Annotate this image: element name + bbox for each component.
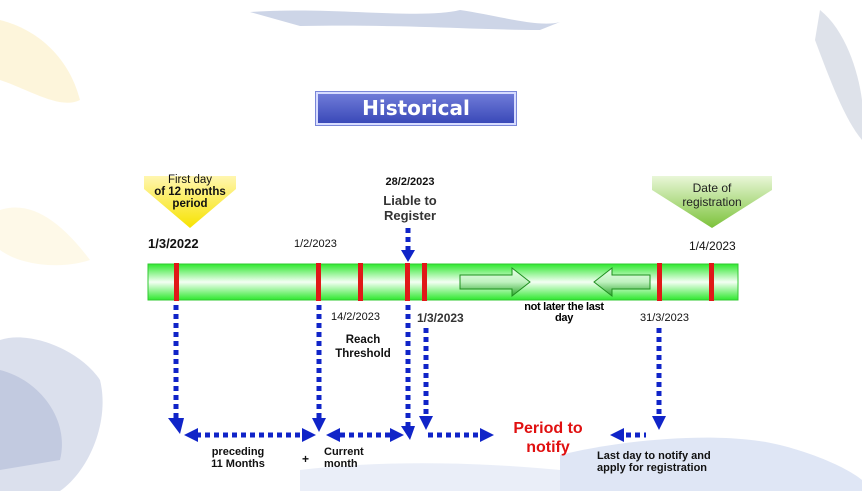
last-day-label: Last day to notify and apply for registr… [597,450,711,474]
current-line2: month [324,458,358,470]
threshold-label: Reach Threshold [326,333,400,361]
date-threshold: 14/2/2023 [331,311,380,323]
marker-31-3-2023 [657,263,662,301]
registration-line1: Date of [692,181,732,195]
not-later-label: not later the last day [506,302,622,324]
marker-28-2-2023 [405,263,410,301]
right-block-arrow [459,266,531,298]
date-liable: 28/2/2023 [385,176,435,188]
date-apr1: 1/4/2023 [689,239,736,253]
period-line2: notify [526,439,570,456]
liable-line2: Register [383,208,437,223]
period-to-notify: Period to notify [498,419,598,457]
dotted-arrows [173,228,662,438]
plus-sign: + [302,452,310,466]
marker-1-3-2022 [174,263,179,301]
preceding-line2: 11 Months [211,458,265,470]
registration-line2: registration [682,195,742,209]
first-day-line1: First day [167,174,213,186]
left-block-arrow [593,266,651,298]
date-last-day: 31/3/2023 [640,312,689,324]
not-later-line2: day [554,312,574,324]
last-day-line2: apply for registration [597,462,708,474]
registration-arrow [652,176,772,228]
first-day-label: First day of 12 months period [145,174,235,210]
threshold-line2: Threshold [335,348,391,360]
first-day-arrow [144,176,236,228]
background-decoration [0,10,862,491]
preceding-line1: preceding [211,446,265,458]
marker-14-2-2023 [358,263,363,301]
marker-1-4-2023 [709,263,714,301]
timeline-markers [174,263,714,301]
date-mar1: 1/3/2023 [417,311,464,325]
date-start: 1/3/2022 [148,236,199,251]
liable-label: Liable to Register [370,193,450,223]
last-day-line1: Last day to notify and [597,450,711,462]
liable-line1: Liable to [383,193,437,208]
current-line1: Current [324,446,364,458]
not-later-line1: not later the last [524,301,604,313]
current-label: Current month [324,446,364,470]
date-feb1: 1/2/2023 [294,238,337,250]
first-day-line3: period [172,198,208,210]
threshold-line1: Reach [345,334,381,346]
period-line1: Period to [513,420,583,437]
marker-1-2-2023 [316,263,321,301]
date-of-registration-label: Date of registration [652,181,772,209]
preceding-label: preceding 11 Months [198,446,278,470]
page-title: Historical Method [316,92,516,149]
first-day-line2: of 12 months [154,186,226,198]
marker-1-3-2023 [422,263,427,301]
arrow-heads [168,250,666,442]
